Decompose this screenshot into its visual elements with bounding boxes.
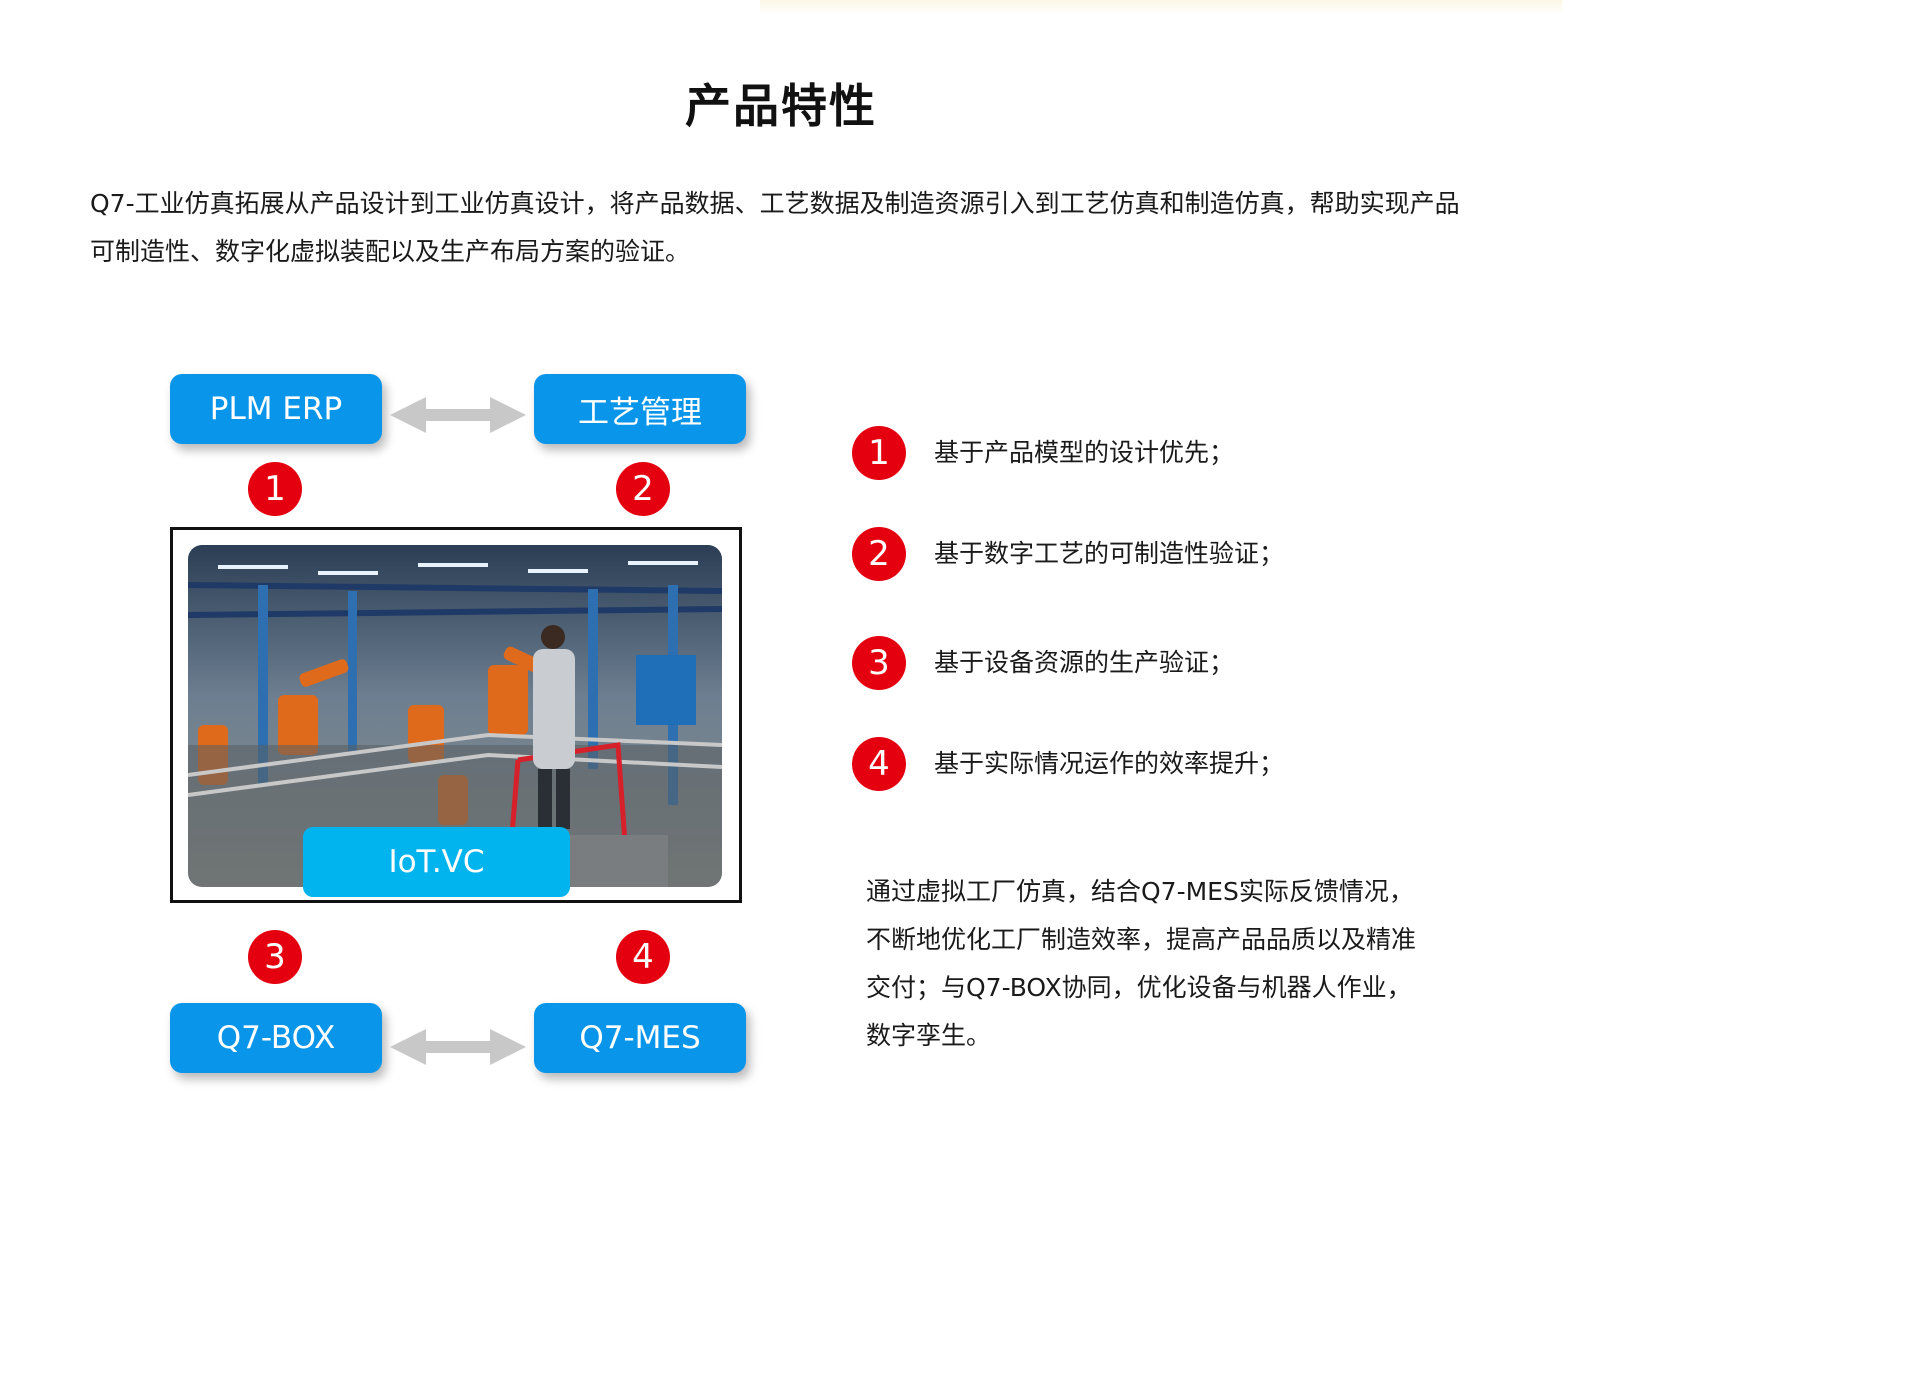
feature-text: 基于实际情况运作的效率提升； bbox=[934, 749, 1285, 778]
q7-box-node: Q7-BOX bbox=[170, 1003, 382, 1073]
intro-paragraph: Q7-工业仿真拓展从产品设计到工业仿真设计，将产品数据、工艺数据及制造资源引入到… bbox=[90, 189, 1460, 266]
number-badge-3: 3 bbox=[248, 930, 302, 984]
iot-vc-node: IoT.VC bbox=[303, 827, 570, 897]
number-badge: 1 bbox=[852, 426, 906, 480]
number-badge: 3 bbox=[852, 636, 906, 690]
feature-text: 基于设备资源的生产验证； bbox=[934, 648, 1235, 677]
number-badge-4: 4 bbox=[616, 930, 670, 984]
number-badge-2: 2 bbox=[616, 462, 670, 516]
top-glow bbox=[760, 0, 1562, 14]
summary-paragraph: 通过虚拟工厂仿真，结合Q7-MES实际反馈情况，不断地优化工厂制造效率，提高产品… bbox=[866, 877, 1417, 1050]
double-arrow-icon bbox=[390, 1029, 526, 1065]
feature-text: 基于数字工艺的可制造性验证； bbox=[934, 539, 1285, 568]
plm-erp-node: PLM ERP bbox=[170, 374, 382, 444]
photo-frame bbox=[170, 527, 742, 903]
q7-mes-node: Q7-MES bbox=[534, 1003, 746, 1073]
double-arrow-icon bbox=[390, 397, 526, 433]
page-title: 产品特性 bbox=[685, 79, 877, 133]
number-badge-1: 1 bbox=[248, 462, 302, 516]
feature-text: 基于产品模型的设计优先； bbox=[934, 438, 1235, 467]
craft-management-node: 工艺管理 bbox=[534, 374, 746, 444]
number-badge: 4 bbox=[852, 737, 906, 791]
number-badge: 2 bbox=[852, 527, 906, 581]
